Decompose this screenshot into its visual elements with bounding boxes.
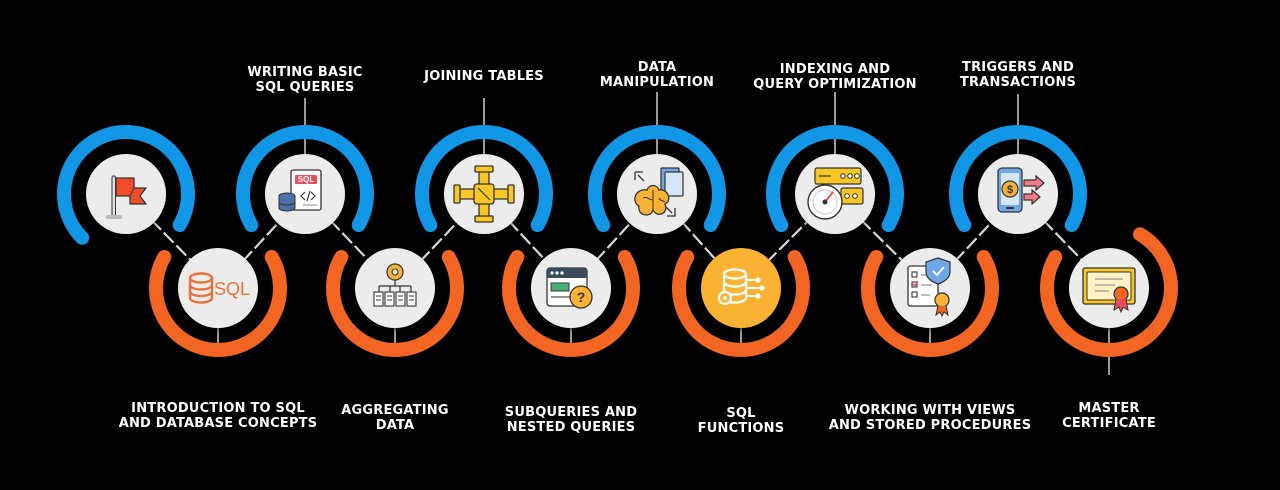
ring-intro-sql (149, 250, 287, 357)
step-label-line: SUBQUERIES AND (504, 405, 638, 420)
step-rings (57, 124, 1178, 357)
step-label-line: SQL QUERIES (255, 80, 355, 95)
step-label-line: CERTIFICATE (1062, 416, 1156, 431)
sql-doc-text: SQL (298, 175, 315, 184)
brain-documents-icon (634, 167, 684, 217)
gauge-icon (807, 167, 864, 220)
step-label-line: FUNCTIONS (697, 421, 785, 436)
ring-indexing (766, 125, 904, 232)
step-label-line: MANIPULATION (599, 75, 715, 90)
database-sql-icon: SQL (188, 272, 250, 304)
node-intro-sql (178, 248, 258, 328)
step-label-line: TRANSACTIONS (959, 75, 1077, 90)
phone-payment-icon: $ (997, 167, 1045, 213)
pipe-junction-icon (453, 165, 515, 223)
step-icons: SQL SQL (106, 165, 1136, 318)
step-label-line: WORKING WITH VIEWS (844, 403, 1016, 418)
step-label-line: QUERY OPTIMIZATION (753, 77, 917, 92)
step-label-line: AND DATABASE CONCEPTS (118, 416, 318, 431)
database-gear-icon (717, 268, 765, 306)
question-mark-text: ? (577, 289, 586, 305)
step-label-line: NESTED QUERIES (506, 420, 636, 435)
dollar-text: $ (1007, 184, 1013, 196)
ring-joining (415, 125, 553, 232)
step-label-line: TRIGGERS AND (962, 60, 1074, 75)
checklist-shield-icon (907, 257, 951, 318)
data-hierarchy-icon (373, 263, 417, 307)
certificate-icon (1082, 267, 1136, 314)
step-label-line: SQL (726, 406, 756, 421)
ring-aggregating (326, 250, 464, 357)
ring-subqueries (502, 250, 640, 357)
step-label-line: WRITING BASIC (247, 65, 363, 80)
step-label-line: JOINING TABLES (424, 69, 544, 84)
step-label-line: INDEXING AND (779, 62, 891, 77)
ring-functions (672, 250, 810, 357)
step-label-line: AND STORED PROCEDURES (828, 418, 1032, 433)
sql-document-icon: SQL (278, 169, 322, 212)
ring-views (861, 250, 999, 357)
step-label-line: INTRODUCTION TO SQL (131, 401, 305, 416)
node-aggregating (355, 248, 435, 328)
flag-icon (106, 175, 147, 219)
step-label-line: DATA (637, 60, 677, 75)
step-label-line: DATA (375, 418, 415, 433)
node-functions (701, 248, 781, 328)
step-label-line: AGGREGATING (341, 403, 449, 418)
server-question-icon: ? (546, 267, 593, 309)
ring-triggers (949, 125, 1087, 232)
ring-master (1040, 227, 1178, 357)
sql-badge-text: SQL (214, 279, 250, 299)
ring-intro (57, 124, 196, 245)
step-label-joining: JOINING TABLES (364, 69, 604, 84)
ring-basic (236, 125, 374, 232)
ring-manipulation (588, 125, 726, 232)
step-label-line: MASTER (1078, 401, 1140, 416)
